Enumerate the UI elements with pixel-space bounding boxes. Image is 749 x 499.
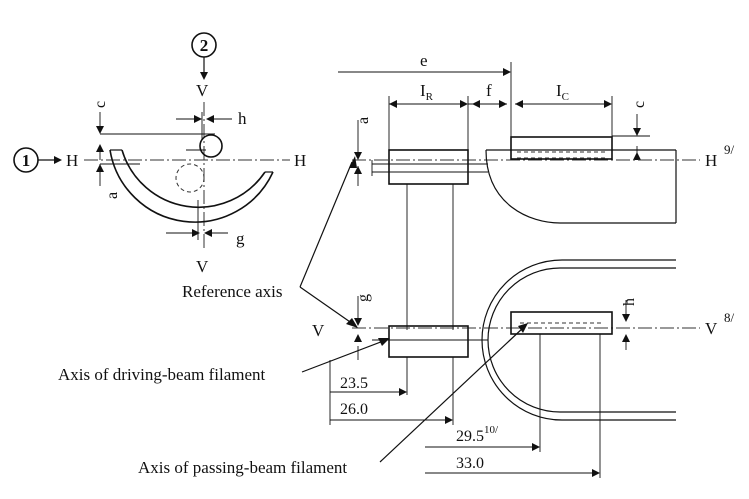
end-view: 1 H 2 V H V c <box>13 32 306 276</box>
label-V-top: V <box>196 81 209 100</box>
dim-29-5: 29.510/ <box>456 424 499 445</box>
label-g-left: g <box>236 229 245 248</box>
label-V-bottom: V <box>196 257 209 276</box>
dim-23-5: 23.5 <box>340 375 368 392</box>
label-passing-beam: Axis of passing-beam filament <box>138 458 347 477</box>
label-H-right: H <box>705 151 717 170</box>
label-a-right: a <box>355 117 372 124</box>
label-H-left: H <box>66 151 78 170</box>
label-h-right: h <box>621 298 638 306</box>
label-H-left-end: H <box>294 151 306 170</box>
label-IC: IC <box>556 81 569 103</box>
label-driving-beam: Axis of driving-beam filament <box>58 365 266 384</box>
label-V-left-bottom: V <box>312 321 325 340</box>
svg-text:2: 2 <box>200 36 209 55</box>
label-f: f <box>486 81 492 100</box>
dim-26-0: 26.0 <box>340 401 368 418</box>
label-V-right: V <box>705 319 718 338</box>
label-IR: IR <box>420 81 434 103</box>
label-reference-axis: Reference axis <box>182 282 283 301</box>
callout-2: 2 <box>191 32 217 80</box>
leader-labels: Reference axis Axis of driving-beam fila… <box>58 156 528 477</box>
svg-text:1: 1 <box>22 151 31 170</box>
label-c-right: c <box>631 101 648 108</box>
note-8: 8/ <box>724 310 735 325</box>
note-9: 9/ <box>724 142 735 157</box>
label-c-left: c <box>92 101 109 108</box>
label-a-left: a <box>104 192 121 199</box>
plan-views: e IR f IC c H 9/ <box>312 51 735 478</box>
label-h-left: h <box>238 109 247 128</box>
label-e: e <box>420 51 428 70</box>
callout-1: 1 <box>13 147 62 173</box>
dim-33-0: 33.0 <box>456 455 484 472</box>
label-g-right: g <box>355 294 372 302</box>
